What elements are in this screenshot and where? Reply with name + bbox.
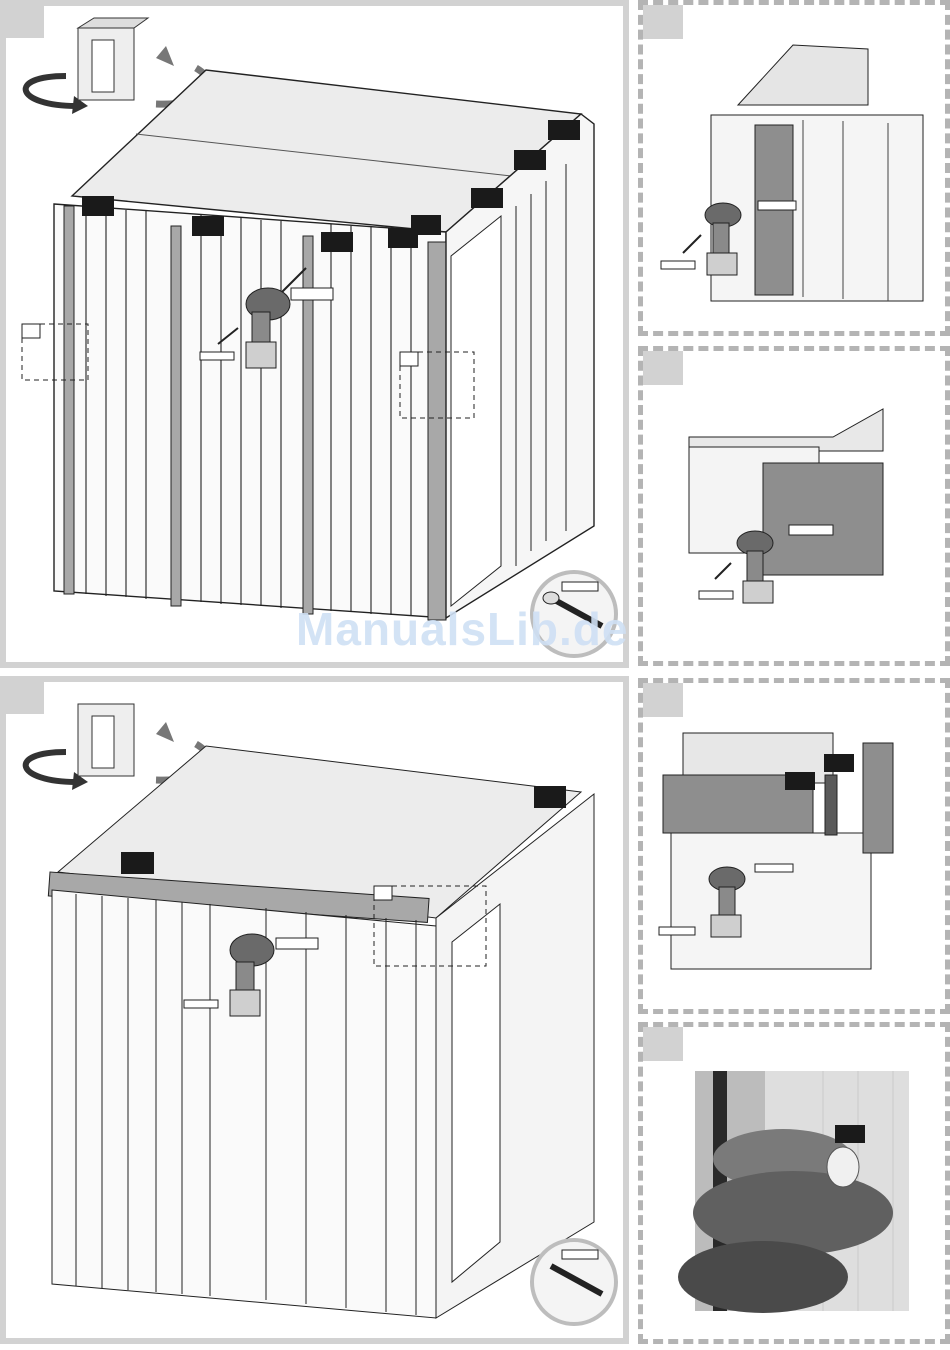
step-2-panel (638, 0, 950, 336)
step-5-panel (638, 678, 950, 1014)
watermark: ManualsLib.de (296, 602, 628, 656)
screw-icon (532, 1240, 616, 1324)
step-6-panel (638, 1022, 950, 1344)
step-4-panel (0, 676, 629, 1344)
step-5-illustration (643, 683, 950, 1019)
step-2-illustration (643, 5, 950, 341)
step-4-illustration (6, 682, 635, 1350)
step-1-illustration (6, 6, 635, 674)
step-6-photo (643, 1027, 950, 1349)
step-1-panel: ManualsLib.de (0, 0, 629, 668)
step-3-illustration (643, 351, 950, 671)
step-3-panel (638, 346, 950, 666)
